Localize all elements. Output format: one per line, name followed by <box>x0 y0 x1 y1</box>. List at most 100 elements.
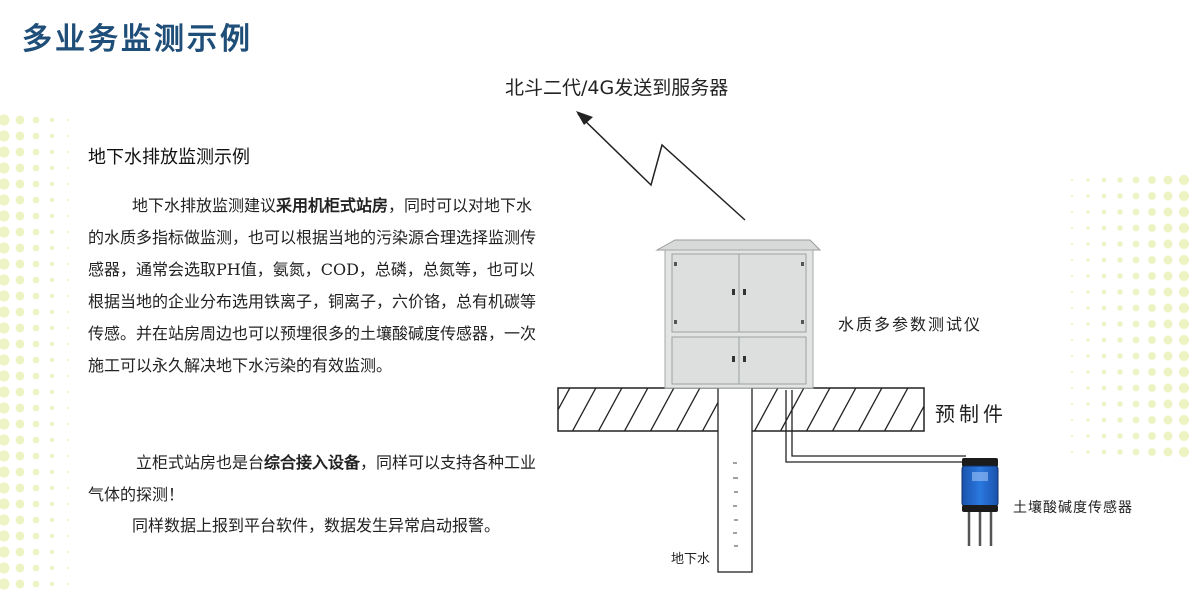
background-dot <box>1148 176 1156 184</box>
background-dot <box>15 419 25 429</box>
background-dot <box>49 469 55 475</box>
background-dot <box>1086 386 1090 390</box>
background-dot <box>1070 338 1074 342</box>
background-dot <box>1101 337 1107 343</box>
background-dot <box>66 150 70 154</box>
background-dot <box>1163 239 1173 249</box>
background-dot <box>1101 449 1107 455</box>
background-dot <box>49 277 55 283</box>
background-dot <box>1163 319 1173 329</box>
background-dot <box>83 551 85 553</box>
background-dot <box>32 436 40 444</box>
background-dot <box>0 546 10 558</box>
background-dot <box>1163 255 1173 265</box>
background-dot <box>0 562 10 574</box>
background-dot <box>1117 449 1123 455</box>
page-title: 多业务监测示例 <box>22 22 253 57</box>
background-dot <box>49 565 55 571</box>
background-dot <box>15 115 25 125</box>
background-dot <box>32 500 40 508</box>
background-dot <box>49 373 55 379</box>
background-dot <box>1132 352 1140 360</box>
background-dot <box>83 295 85 297</box>
background-dot <box>1039 419 1041 421</box>
sensor-cable <box>785 390 966 463</box>
background-dot <box>1117 401 1123 407</box>
background-dot <box>1101 353 1107 359</box>
background-dot <box>0 450 10 462</box>
background-dot <box>66 582 70 586</box>
background-dot <box>66 230 70 234</box>
background-dot <box>1039 211 1041 213</box>
background-dot <box>1101 433 1107 439</box>
background-dot <box>0 242 10 254</box>
background-dot <box>66 406 70 410</box>
background-dot <box>1132 400 1140 408</box>
background-dot <box>32 516 40 524</box>
background-dot <box>1148 432 1156 440</box>
background-dot <box>32 148 40 156</box>
background-dot <box>1148 400 1156 408</box>
background-dot <box>32 292 40 300</box>
background-dot <box>1070 290 1074 294</box>
background-dot <box>1132 192 1140 200</box>
background-dot <box>1086 258 1090 262</box>
background-dot <box>1086 194 1090 198</box>
background-dot <box>66 294 70 298</box>
background-dot <box>49 581 55 587</box>
background-dot <box>66 374 70 378</box>
background-dot <box>1117 321 1123 327</box>
background-dot <box>1117 337 1123 343</box>
background-dot <box>66 310 70 314</box>
background-dot <box>83 231 85 233</box>
background-dot <box>49 309 55 315</box>
background-dot <box>15 291 25 301</box>
background-dot <box>0 578 10 590</box>
background-dot <box>1039 387 1041 389</box>
background-dot <box>49 261 55 267</box>
background-dot <box>15 339 25 349</box>
background-dot <box>1148 240 1156 248</box>
background-dot <box>1039 195 1041 197</box>
background-dot <box>66 438 70 442</box>
background-dot <box>1101 417 1107 423</box>
background-dot <box>66 214 70 218</box>
paragraph-1-bold: 采用机柜式站房 <box>276 196 389 215</box>
background-dot <box>1055 259 1057 261</box>
background-dot <box>1148 368 1156 376</box>
background-dot <box>15 307 25 317</box>
background-dot <box>1070 386 1074 390</box>
background-dot <box>1039 355 1041 357</box>
background-dot <box>66 198 70 202</box>
background-dot <box>83 455 85 457</box>
background-dot <box>0 514 10 526</box>
background-dot <box>1101 257 1107 263</box>
background-dot <box>1132 224 1140 232</box>
background-dot <box>1055 179 1057 181</box>
background-dot <box>1178 238 1190 250</box>
background-dot <box>1101 193 1107 199</box>
background-dot <box>0 146 10 158</box>
background-dot <box>1178 334 1190 346</box>
background-dot <box>83 503 85 505</box>
background-dot <box>49 165 55 171</box>
background-dot <box>0 466 10 478</box>
groundwater-well <box>717 387 753 573</box>
background-dot <box>1178 366 1190 378</box>
background-dot <box>1086 434 1090 438</box>
background-dot <box>1178 350 1190 362</box>
background-dot <box>15 227 25 237</box>
background-dot <box>1070 242 1074 246</box>
server-label: 北斗二代/4G发送到服务器 <box>505 77 729 99</box>
background-dot <box>1101 401 1107 407</box>
background-dot <box>32 548 40 556</box>
background-dot <box>1132 432 1140 440</box>
background-dot <box>1117 433 1123 439</box>
background-dot <box>83 391 85 393</box>
background-dot <box>15 323 25 333</box>
background-dot <box>83 343 85 345</box>
background-dot <box>1070 322 1074 326</box>
background-dot <box>1132 416 1140 424</box>
